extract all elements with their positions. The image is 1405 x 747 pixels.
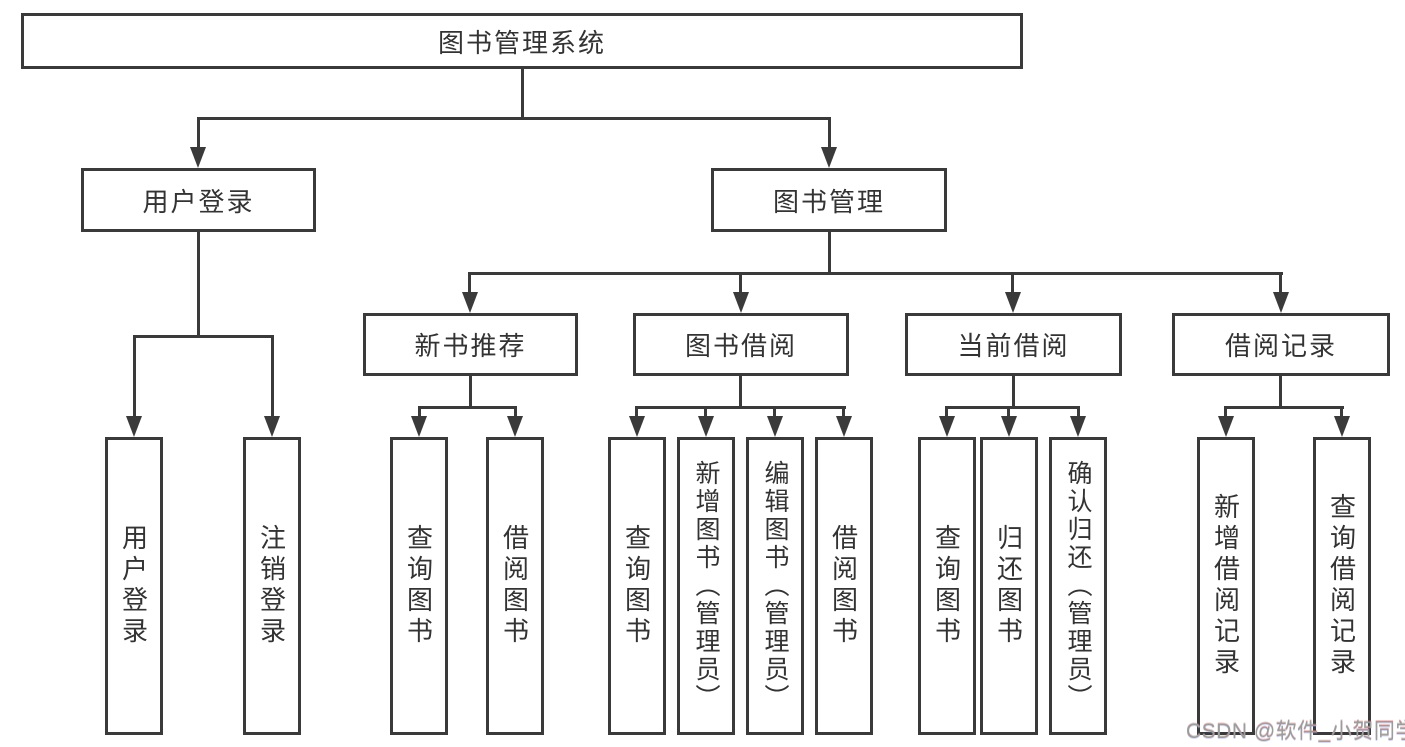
arrowhead-book-mgmt <box>821 147 837 168</box>
arrowhead-bb-edit <box>767 416 783 437</box>
arrowhead-nbr-query <box>411 416 427 437</box>
connector-shaft-user-login <box>197 117 200 149</box>
node-user-login: 用户登录 <box>81 168 316 232</box>
connector-book-mgmt-rail <box>470 272 1283 275</box>
connector-shaft-bb-add <box>704 406 707 416</box>
connector-shaft-cb-confirm <box>1077 406 1080 416</box>
arrowhead-br-query <box>1334 416 1350 437</box>
connector-shaft-current-borrow <box>1011 272 1014 292</box>
connector-book-mgmt-stub <box>828 232 831 272</box>
connector-shaft-nbr-borrow <box>514 406 517 416</box>
connector-shaft-bb-query <box>635 406 638 416</box>
connector-nbr-stub <box>469 376 472 406</box>
node-new-book-rec: 新书推荐 <box>363 313 578 376</box>
connector-shaft-br-add <box>1224 406 1227 416</box>
connector-shaft-ul-login <box>133 335 136 416</box>
node-root: 图书管理系统 <box>21 13 1023 69</box>
arrowhead-book-borrow <box>733 292 749 313</box>
arrowhead-ul-login <box>126 416 142 437</box>
leaf-cb-return-books: 归还图书 <box>980 437 1038 735</box>
csdn-watermark: CSDN @软件_小贺同学 <box>1186 720 1405 743</box>
leaf-bb-query-books: 查询图书 <box>608 437 666 735</box>
leaf-cb-confirm-return-admin: 确认归还（管理员） <box>1049 437 1107 735</box>
leaf-nbr-borrow-books: 借阅图书 <box>486 437 544 735</box>
arrowhead-user-login <box>190 147 206 168</box>
arrowhead-br-add <box>1218 416 1234 437</box>
leaf-logout: 注销登录 <box>243 437 301 735</box>
connector-bb-stub <box>739 376 742 406</box>
connector-br-rail <box>1226 406 1344 409</box>
arrowhead-new-book-rec <box>462 292 478 313</box>
node-borrow-record: 借阅记录 <box>1172 313 1390 376</box>
leaf-bb-borrow-books: 借阅图书 <box>815 437 873 735</box>
arrowhead-cb-return <box>1001 416 1017 437</box>
connector-shaft-br-query <box>1340 406 1343 416</box>
connector-shaft-borrow-record <box>1279 272 1282 292</box>
arrowhead-bb-borrow <box>836 416 852 437</box>
arrowhead-borrow-record <box>1273 292 1289 313</box>
connector-shaft-bb-edit <box>773 406 776 416</box>
leaf-br-add-record: 新增借阅记录 <box>1197 437 1255 735</box>
leaf-nbr-query-books: 查询图书 <box>390 437 448 735</box>
arrowhead-bb-query <box>629 416 645 437</box>
arrowhead-current-borrow <box>1005 292 1021 313</box>
arrowhead-cb-query <box>939 416 955 437</box>
connector-shaft-new-book-rec <box>468 272 471 292</box>
connector-shaft-nbr-query <box>418 406 421 416</box>
connector-shaft-cb-query <box>945 406 948 416</box>
connector-nbr-rail <box>419 406 516 409</box>
arrowhead-nbr-borrow <box>507 416 523 437</box>
node-book-mgmt: 图书管理 <box>711 168 947 232</box>
arrowhead-bb-add <box>698 416 714 437</box>
node-book-borrow: 图书借阅 <box>633 313 849 376</box>
leaf-br-query-record: 查询借阅记录 <box>1313 437 1371 735</box>
connector-root-stub <box>521 69 524 117</box>
connector-root-rail <box>198 117 831 120</box>
connector-shaft-book-borrow <box>739 272 742 292</box>
leaf-cb-query-books: 查询图书 <box>918 437 976 735</box>
leaf-bb-edit-books-admin: 编辑图书（管理员） <box>746 437 804 735</box>
leaf-user-login: 用户登录 <box>105 437 163 735</box>
connector-bb-rail <box>637 406 846 409</box>
connector-br-stub <box>1279 376 1282 406</box>
connector-shaft-bb-borrow <box>842 406 845 416</box>
connector-cb-rail <box>947 406 1080 409</box>
arrowhead-ul-logout <box>264 416 280 437</box>
arrowhead-cb-confirm <box>1070 416 1086 437</box>
leaf-bb-add-books-admin: 新增图书（管理员） <box>677 437 735 735</box>
connector-user-login-rail <box>134 335 274 338</box>
connector-shaft-book-mgmt <box>828 117 831 149</box>
connector-shaft-ul-logout <box>271 335 274 416</box>
connector-user-login-stub <box>197 232 200 335</box>
connector-shaft-cb-return <box>1007 406 1010 416</box>
connector-cb-stub <box>1012 376 1015 406</box>
node-current-borrow: 当前借阅 <box>905 313 1122 376</box>
